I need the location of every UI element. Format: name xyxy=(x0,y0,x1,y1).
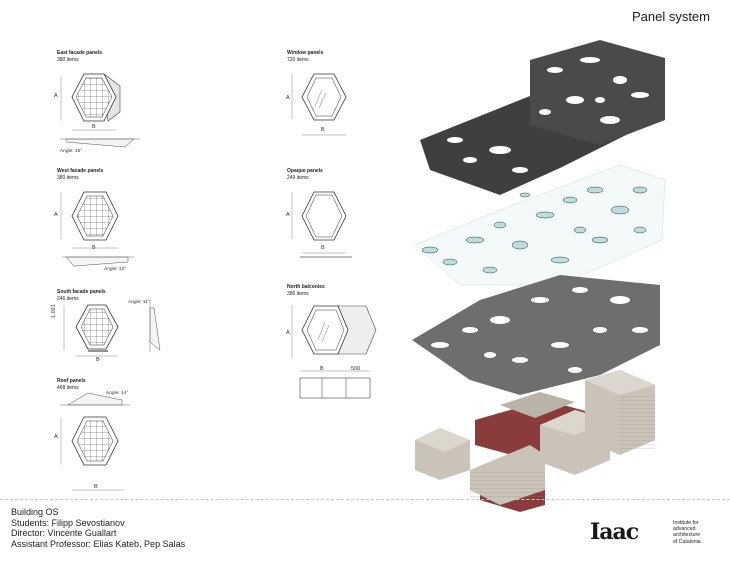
exploded-axonometric xyxy=(412,40,666,512)
angle-roof: Angle: 14° xyxy=(106,391,129,396)
angle-south: Angle: 11° xyxy=(128,300,150,305)
dim-a-east: A xyxy=(54,93,58,99)
footer-divider xyxy=(0,499,730,500)
dim-a-opaque: A xyxy=(286,212,290,218)
dim-a-west: A xyxy=(54,212,58,218)
axon-layer-mid xyxy=(412,275,660,395)
credits-block: Building OS Students: Filipp Sevostianov… xyxy=(11,507,185,549)
balcony-panel-drawing xyxy=(291,305,377,399)
axon-layer-glass xyxy=(414,164,666,286)
dim-a-balcony: A xyxy=(286,330,290,336)
dim-b-roof: B xyxy=(94,484,98,490)
east-panel-drawing xyxy=(60,73,140,148)
dim-a-window: A xyxy=(286,95,290,101)
dim-500-balcony: 500 xyxy=(351,366,361,372)
page-title: Panel system xyxy=(631,9,710,24)
west-panel-drawing xyxy=(60,191,134,267)
dim-b-opaque: B xyxy=(321,245,325,251)
iaac-logo: Iaac xyxy=(590,519,639,545)
opaque-panel-drawing xyxy=(291,191,352,258)
window-panel-drawing xyxy=(291,73,347,136)
angle-west: Angle: 12° xyxy=(104,267,127,272)
south-panel-drawing xyxy=(63,300,161,357)
axon-massing xyxy=(415,370,655,512)
institute-name: Institute for advanced architecture of C… xyxy=(673,520,701,545)
dim-a-roof: A xyxy=(54,434,58,440)
roof-panel-drawing xyxy=(60,392,130,491)
dim-b-balcony: B xyxy=(320,366,324,372)
angle-east: Angle: 15° xyxy=(60,149,83,154)
assistant-line: Assistant Professor: Elias Kateb, Pep Sa… xyxy=(11,538,186,549)
dim-b-window: B xyxy=(321,127,325,133)
axon-layer-dark xyxy=(420,40,665,195)
dim-b-east: B xyxy=(92,124,96,130)
project-name: Building OS xyxy=(11,507,59,517)
students-line: Students: Filipp Sevostianov xyxy=(11,517,125,528)
director-line: Director: Vincente Guallart xyxy=(11,528,117,538)
dim-b-south: B xyxy=(96,357,100,363)
